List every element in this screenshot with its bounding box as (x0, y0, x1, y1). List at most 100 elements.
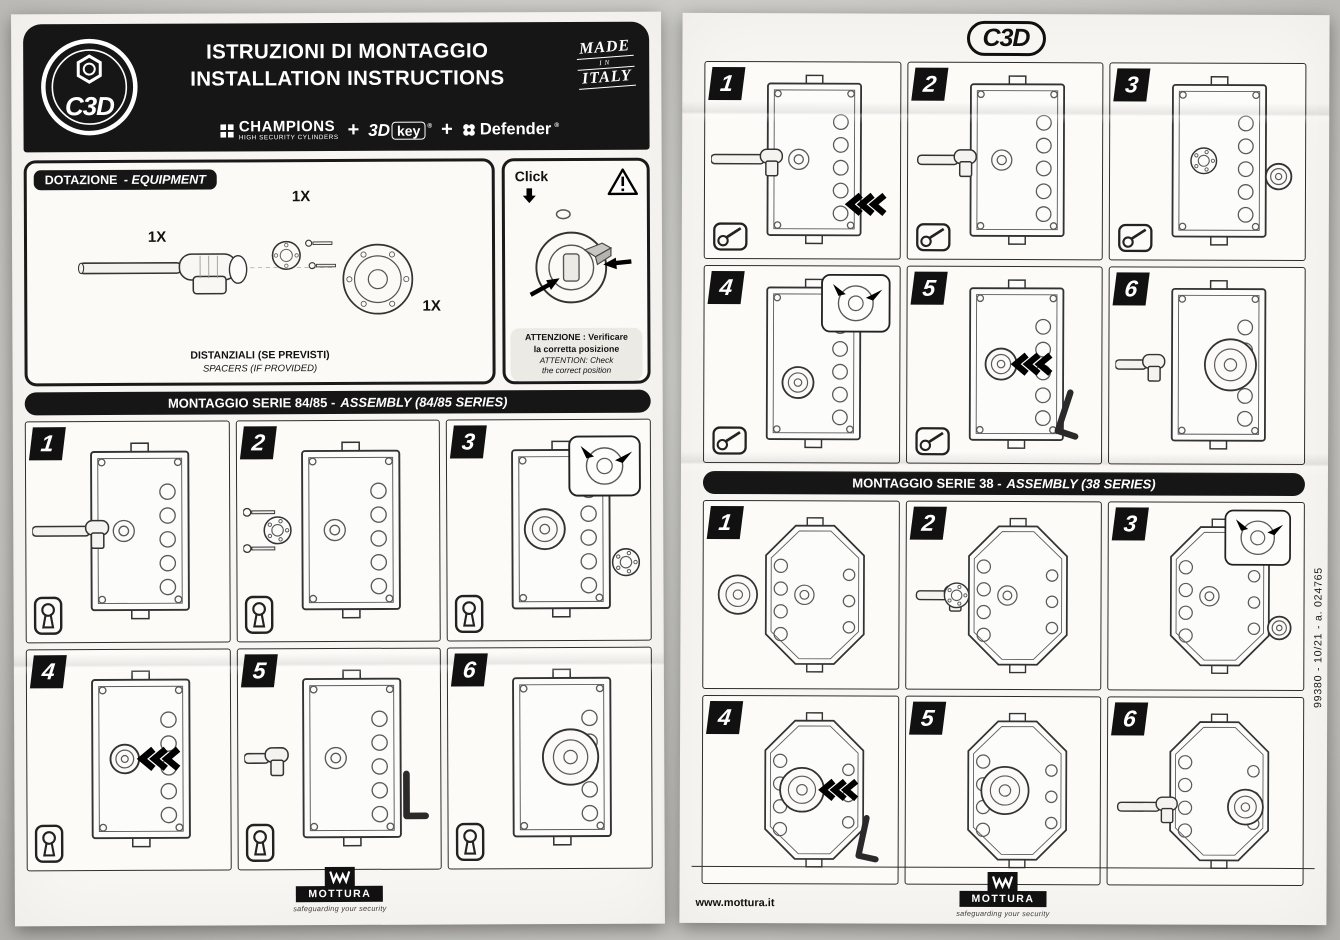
step-panel-6: 6 (447, 646, 653, 870)
c3d-logo-rings-icon (41, 38, 138, 136)
step-panel-1: 1 (702, 499, 900, 690)
step-number: 3 (450, 425, 488, 459)
champions-brand: CHAMPIONS HIGH SECURITY CYLINDERS (220, 118, 339, 142)
step-panel-2: 2 (906, 61, 1104, 261)
step-number: 2 (909, 506, 947, 540)
lock-illustration (242, 427, 434, 636)
step-panel-4: 4 (25, 648, 232, 872)
click-attention-box: Click (501, 157, 651, 385)
screw-icon (914, 223, 951, 252)
step-panel-3: 3 (1107, 501, 1305, 692)
keyhole-icon (34, 824, 64, 863)
step-number: 1 (28, 427, 66, 461)
screw-icon (711, 426, 748, 455)
equipment-title-tab: DOTAZIONE - EQUIPMENT (33, 169, 217, 191)
quantity-label-cylinder: 1X (147, 228, 167, 246)
step-number: 1 (708, 66, 746, 101)
champions-label: CHAMPIONS (238, 118, 336, 136)
step-number: 3 (1113, 68, 1151, 102)
print-reference-code: 99380 - 10/21 - a. 024765 (1312, 567, 1325, 708)
lock-illustration (1115, 508, 1298, 684)
c3d-logo-text: C3D (64, 90, 114, 122)
attention-it-1: ATTENZIONE : Verificare (524, 332, 628, 343)
mottura-wordmark: MOTTURA (296, 885, 384, 903)
screw-icon (712, 222, 749, 251)
mottura-wordmark: MOTTURA (959, 890, 1047, 908)
step-number: 4 (707, 270, 745, 305)
lock-illustration (243, 655, 435, 864)
spacers-caption: DISTANZIALI (SE PREVISTI) SPACERS (IF PR… (27, 348, 492, 376)
equipment-label-en: - EQUIPMENT (123, 172, 206, 187)
down-arrow-icon (522, 188, 536, 204)
warning-triangle-icon (607, 168, 638, 196)
keyhole-icon (245, 823, 275, 862)
equipment-box: DOTAZIONE - EQUIPMENT (23, 158, 496, 387)
step-panel-5: 5 (236, 647, 443, 871)
step-number: 1 (706, 505, 744, 540)
keyhole-icon (33, 596, 63, 635)
assembly-84-85-steps-continued: 1 2 3 (703, 60, 1307, 466)
assembly-38-steps: 1 2 3 (701, 499, 1305, 887)
assembly-84-85-steps: 1 2 3 (24, 418, 653, 872)
screw-icon (1117, 223, 1154, 253)
key3d-key: key (391, 121, 426, 140)
mottura-wm-icon (329, 871, 351, 885)
website-url: www.mottura.it (695, 896, 775, 910)
series-38-title-bar: MONTAGGIO SERIE 38 - ASSEMBLY (38 SERIES… (702, 470, 1305, 497)
keyhole-icon (455, 594, 484, 634)
made-in-italy-stamp: MADE IN ITALY (575, 36, 636, 90)
header-band: C3D ISTRUZIONI DI MONTAGGIO INSTALLATION… (23, 21, 650, 153)
step-panel-6: 6 (1108, 266, 1306, 466)
equipment-label-it: DOTAZIONE (44, 172, 118, 188)
lock-illustration (912, 508, 1095, 684)
quantity-label-defender: 1X (422, 297, 441, 316)
step-panel-4: 4 (703, 264, 901, 464)
lock-illustration (31, 428, 224, 637)
lock-illustration (454, 654, 646, 863)
step-panel-2: 2 (904, 500, 1103, 691)
defender-position-illustration (513, 203, 640, 325)
step-number: 6 (451, 653, 489, 687)
lock-illustration (710, 272, 893, 457)
mottura-logo: MOTTURA safeguarding your security (956, 871, 1050, 918)
c3d-circle-logo: C3D (39, 37, 139, 137)
step-panel-5: 5 (905, 265, 1104, 465)
series-title-bold: MONTAGGIO SERIE 38 - (852, 475, 1002, 491)
click-label: Click (514, 168, 549, 185)
mottura-wm-icon (992, 876, 1014, 890)
series-title-italic: ASSEMBLY (38 SERIES) (1006, 476, 1156, 492)
step-panel-1: 1 (24, 420, 231, 644)
key3d-brand: 3D key ® (368, 120, 432, 140)
step-number: 4 (706, 700, 744, 735)
step-panel-3: 3 (446, 418, 652, 642)
plus-sign: + (441, 118, 453, 141)
c3d-outline-logo: C3D (966, 20, 1046, 57)
italy-line: ITALY (577, 66, 636, 90)
mottura-tagline: safeguarding your security (293, 903, 387, 914)
lock-illustration (453, 426, 645, 635)
spacers-caption-en: SPACERS (IF PROVIDED) (202, 362, 318, 375)
attention-en-1: ATTENTION: Check (539, 355, 614, 365)
title-english: INSTALLATION INSTRUCTIONS (190, 66, 505, 91)
step-panel-3: 3 (1109, 62, 1307, 262)
lock-illustration (709, 702, 892, 878)
title-italian: ISTRUZIONI DI MONTAGGIO (206, 39, 489, 64)
keyhole-icon (244, 595, 274, 634)
keyhole-icon (456, 822, 485, 862)
lock-illustration (1114, 273, 1298, 458)
right-footer: www.mottura.it MOTTURA safeguarding your… (691, 865, 1315, 920)
lock-illustration (1116, 69, 1299, 254)
champions-grid-icon (220, 124, 234, 138)
lock-illustration (1114, 703, 1297, 879)
plus-sign: + (347, 118, 360, 141)
attention-it-2: la corretta posizione (533, 343, 620, 355)
defender-brand: Defender ® (462, 120, 559, 139)
quantity-label-flange: 1X (291, 188, 311, 206)
step-number: 3 (1112, 507, 1150, 541)
mottura-logo: MOTTURA safeguarding your security (293, 866, 387, 914)
step-panel-1: 1 (703, 60, 902, 260)
page-title: ISTRUZIONI DI MONTAGGIO INSTALLATION INS… (151, 37, 543, 93)
defender-flower-icon (463, 124, 476, 136)
step-panel-6: 6 (1106, 696, 1305, 887)
